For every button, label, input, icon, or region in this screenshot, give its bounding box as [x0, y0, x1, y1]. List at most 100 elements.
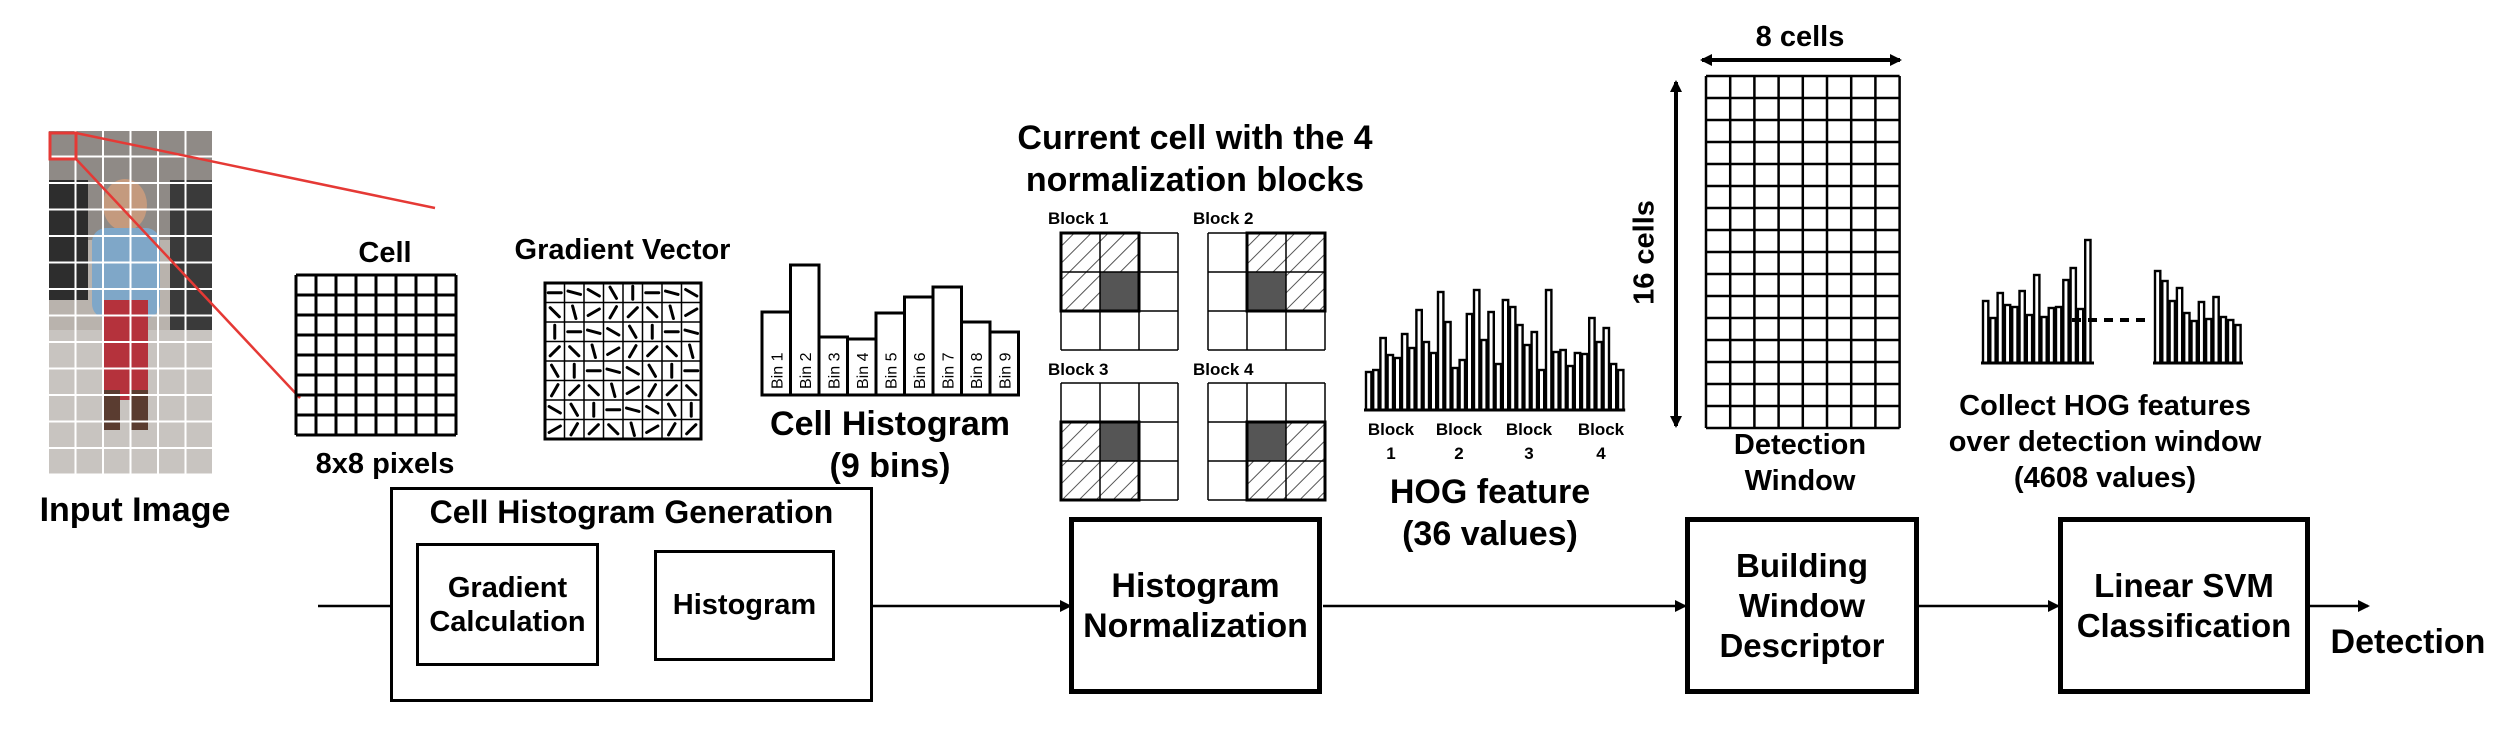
normalization-block [1059, 382, 1179, 502]
linear-svm-classification-box[interactable]: Linear SVM Classification [2058, 517, 2310, 694]
hog-feature-bar [1559, 348, 1568, 412]
collected-bar [2032, 273, 2041, 365]
histogram-normalization-box[interactable]: Histogram Normalization [1069, 517, 1322, 694]
hog-feature-bar [1523, 343, 1532, 412]
collected-bar [1981, 299, 1990, 365]
hog-feature-bar [1479, 338, 1488, 412]
hog-feature-bar [1551, 350, 1560, 412]
hog-feature-bar [1494, 362, 1503, 412]
hog-feature-bar [1429, 351, 1438, 412]
hog-block-4-word: Block [1577, 420, 1625, 439]
hog-feature-bar [1472, 288, 1481, 412]
hog-feature-bar [1465, 312, 1474, 412]
hog-feature-bar [1371, 368, 1380, 412]
building-window-descriptor-box[interactable]: Building Window Descriptor [1685, 517, 1919, 694]
hog-feature-bar [1487, 310, 1496, 412]
hog-feature-bar [1436, 290, 1445, 412]
gradient-stroke [647, 383, 657, 398]
histogram-bin-label: Bin 2 [798, 352, 815, 389]
collected-bar [2226, 318, 2235, 365]
gradient-stroke [608, 285, 618, 300]
hog-feature-bar [1544, 288, 1553, 412]
gradient-stroke [547, 405, 562, 415]
gradient-stroke [587, 384, 600, 397]
block-1-label: Block 1 [1048, 209, 1109, 228]
histogram-bin-label: Bin 9 [997, 352, 1014, 389]
hog-feature-bar [1422, 340, 1431, 412]
gradient-stroke [569, 402, 579, 417]
window-desc-line-1: Building [1736, 546, 1868, 584]
hog-feature-bar [1566, 364, 1575, 412]
current-cell [1247, 272, 1286, 311]
current-cell [1247, 422, 1286, 461]
hog-block-2-word: Block [1435, 420, 1483, 439]
gradient-calculation-box[interactable]: Gradient Calculation [416, 543, 599, 666]
collected-bar [2219, 315, 2228, 365]
cell-histogram-caption-2: (9 bins) [829, 447, 951, 485]
normalization-title-1: Current cell with the 4 [1017, 119, 1373, 157]
gradient-stroke [665, 345, 678, 358]
hog-block-2-num: 2 [1454, 444, 1464, 463]
gradient-stroke [547, 424, 562, 434]
hog-feature-bar [1407, 346, 1416, 412]
histogram-box[interactable]: Histogram [654, 550, 835, 661]
collected-bar [2083, 238, 2092, 365]
hog-feature-bar [1379, 336, 1388, 412]
gradient-stroke [685, 384, 698, 397]
hog-block-3-num: 3 [1524, 444, 1534, 463]
block-3-label: Block 3 [1048, 360, 1109, 379]
collected-bar [2054, 305, 2063, 365]
detection-window-caption-1: Detection [1733, 429, 1867, 461]
gradient-stroke [629, 421, 636, 438]
collected-bar [2204, 317, 2213, 365]
hog-feature-caption-1: HOG feature [1389, 473, 1591, 511]
hog-block-3-word: Block [1505, 420, 1553, 439]
gradient-stroke [684, 307, 699, 317]
gradient-stroke [569, 422, 579, 437]
normalization-block [1207, 382, 1327, 502]
gradient-stroke [628, 344, 638, 359]
gradient-stroke [645, 424, 660, 434]
cell-histogram-caption-1: Cell Histogram [770, 405, 1010, 443]
current-cell [1100, 422, 1139, 461]
gradient-stroke [585, 328, 602, 335]
cell-grid [294, 273, 458, 437]
hog-feature-bar [1415, 308, 1424, 412]
hog-block-1-word: Block [1367, 420, 1415, 439]
histogram-box-label: Histogram [672, 589, 817, 621]
collected-bar [2062, 278, 2070, 365]
gradient-stroke [683, 328, 700, 335]
hog-feature-bar [1537, 368, 1546, 412]
hog-feature-bar [1573, 351, 1582, 412]
hog-feature-caption-2: (36 values) [1402, 515, 1578, 553]
current-cell [1100, 272, 1139, 311]
gradient-stroke [626, 306, 639, 319]
histogram-bin-label: Bin 7 [940, 352, 957, 389]
normalization-block [1207, 231, 1327, 351]
hog-feature-bar [1515, 323, 1524, 412]
window-desc-line-3: Descriptor [1719, 626, 1885, 664]
height-label: 16 cells [1628, 200, 1661, 305]
input-image [47, 129, 214, 476]
gradient-grid-lines [544, 282, 702, 440]
histogram-bin-label: Bin 6 [912, 352, 929, 389]
collected-bar [2040, 315, 2048, 365]
histogram-bin-bar [817, 335, 849, 397]
block-4-label: Block 4 [1193, 360, 1254, 379]
svm-line-2: Classification [2076, 606, 2292, 644]
width-label: 8 cells [1755, 21, 1845, 53]
collected-bar [2234, 323, 2242, 365]
hog-feature-bar [1609, 362, 1618, 412]
gradient-stroke [688, 343, 695, 360]
collected-bar [2175, 286, 2184, 365]
gradient-stroke [606, 346, 621, 356]
gradient-stroke [586, 288, 601, 298]
collected-bar [1996, 291, 2005, 365]
hog-block-1-num: 1 [1386, 444, 1396, 463]
collected-bar [2197, 300, 2206, 365]
normalization-blocks [1059, 231, 1327, 502]
collected-bar [2168, 299, 2177, 365]
hog-feature-bar [1501, 298, 1510, 412]
collected-bar [2076, 307, 2085, 365]
